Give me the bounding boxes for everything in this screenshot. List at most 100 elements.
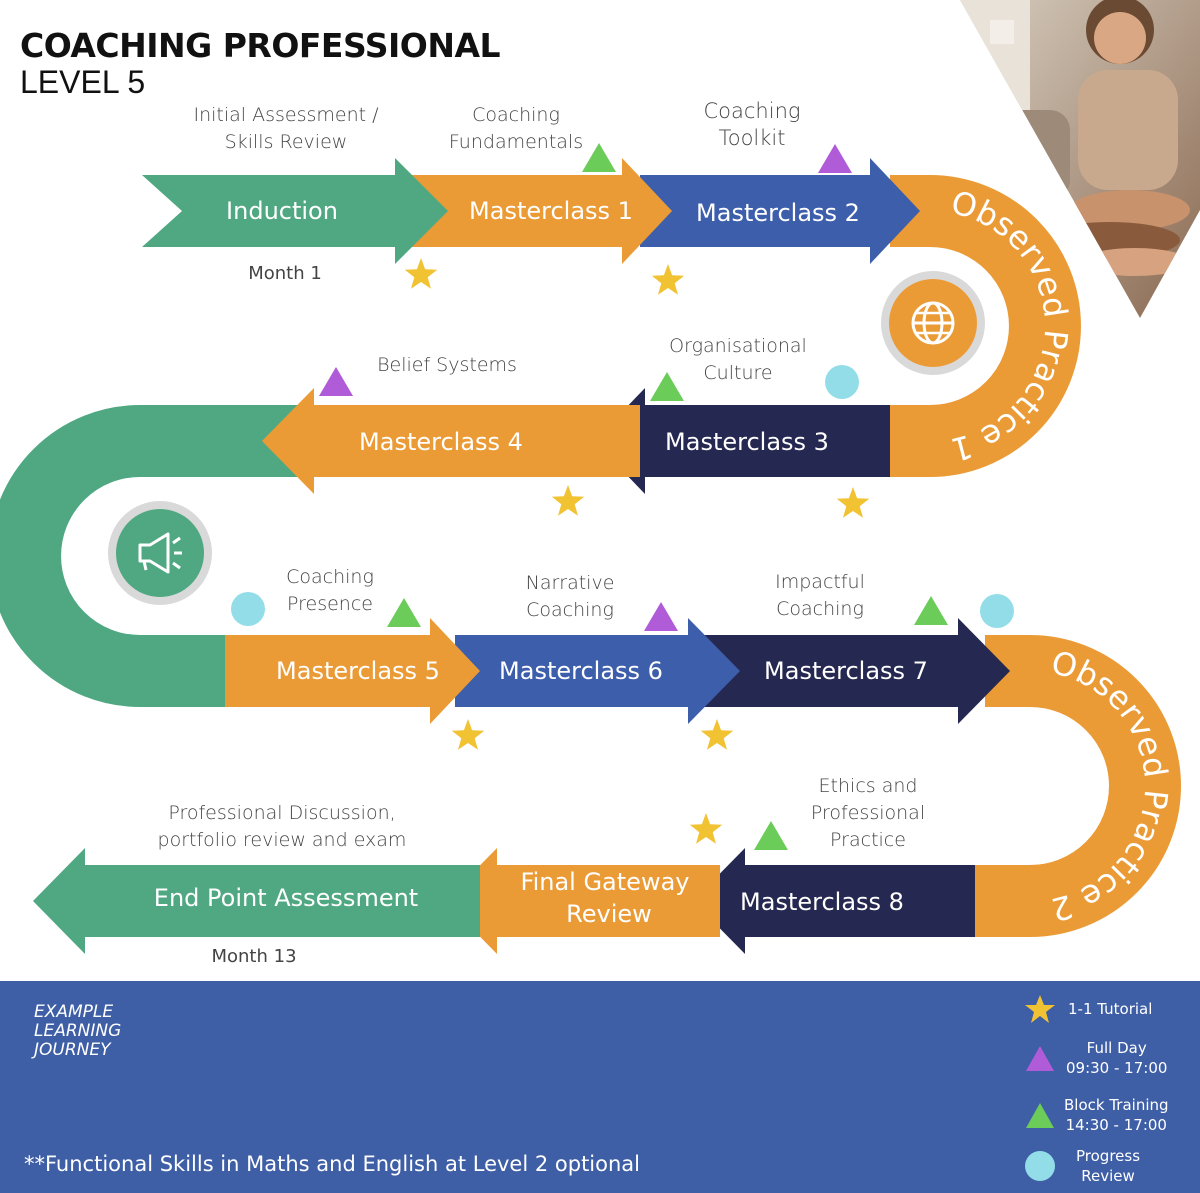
masterclass-7-topic-line2: Coaching [776, 598, 864, 620]
triangle-icon [650, 372, 684, 401]
example-line1: EXAMPLE [34, 1002, 114, 1022]
masterclass-2-topic-line1: Coaching [703, 99, 801, 123]
megaphone-icon [108, 501, 212, 605]
final-gateway-arrow [445, 848, 720, 954]
end-point-assessment-label: End Point Assessment [154, 884, 418, 912]
triangle-icon [914, 596, 948, 625]
legend-full-day: Full Day 09:30 - 17:00 [1024, 1038, 1167, 1078]
masterclass-4-arrow [262, 388, 640, 494]
team-photo-image [960, 0, 1200, 318]
triangle-icon [754, 821, 788, 850]
masterclass-7-topic-line1: Impactful [775, 571, 865, 593]
month-start-label: Month 1 [248, 263, 322, 284]
legend-progress-review-label: Progress Review [1076, 1147, 1141, 1185]
masterclass-4-label: Masterclass 4 [359, 428, 523, 456]
masterclass-7-label: Masterclass 7 [764, 657, 928, 685]
triangle-icon [582, 143, 616, 172]
month-end-label: Month 13 [211, 946, 297, 967]
triangle-icon [1026, 1046, 1054, 1071]
legend-block-training-label: Block Training 14:30 - 17:00 [1064, 1096, 1169, 1134]
masterclass-6-label: Masterclass 6 [499, 657, 663, 685]
learning-journey-diagram: Induction Masterclass 1 Masterclass 2 Ma… [0, 143, 1181, 954]
observed-practice-1-curve [860, 175, 1081, 477]
masterclass-2-arrow [640, 158, 920, 264]
triangle-icon [644, 602, 678, 631]
star-icon [551, 485, 585, 516]
page-subtitle: LEVEL 5 [20, 64, 146, 100]
masterclass-5-topic-line1: Coaching [286, 566, 374, 588]
triangle-icon [1026, 1103, 1054, 1128]
star-icon [689, 813, 723, 844]
masterclass-1-topic: Coaching Fundamentals [449, 102, 583, 156]
star-icon [836, 487, 870, 518]
masterclass-2-topic: Coaching Toolkit [704, 98, 801, 152]
star-icon [1025, 995, 1055, 1023]
left-turn-curve [0, 405, 300, 707]
masterclass-6-topic-line1: Narrative [525, 572, 615, 594]
end-point-assessment-topic: Professional Discussion, portfolio revie… [158, 800, 407, 854]
circle-icon [980, 594, 1014, 628]
example-line2: LEARNING [34, 1021, 122, 1041]
star-icon [700, 719, 734, 750]
masterclass-3-topic-line2: Culture [703, 362, 773, 384]
masterclass-7-topic: Impactful Coaching [775, 569, 865, 623]
masterclass-1-topic-line1: Coaching [472, 104, 560, 126]
masterclass-8-topic: Ethics and Professional Practice [811, 773, 925, 854]
final-gateway-label-line1: Final Gateway [521, 868, 690, 896]
globe-icon [881, 271, 985, 375]
masterclass-6-topic: Narrative Coaching [526, 570, 615, 624]
masterclass-4-topic-line1: Belief Systems [377, 354, 517, 376]
induction-topic-line2: Skills Review [224, 131, 348, 153]
legend-block-training: Block Training 14:30 - 17:00 [1024, 1095, 1169, 1135]
triangle-icon [319, 367, 353, 396]
circle-icon [1025, 1151, 1055, 1181]
induction-label: Induction [226, 197, 338, 225]
example-learning-journey-label: EXAMPLE LEARNING JOURNEY [34, 1003, 121, 1060]
masterclass-3-topic-line1: Organisational [669, 335, 807, 357]
masterclass-6-topic-line2: Coaching [526, 599, 614, 621]
triangle-icon [818, 144, 852, 173]
masterclass-1-topic-line2: Fundamentals [448, 131, 584, 153]
legend-full-day-label: Full Day 09:30 - 17:00 [1066, 1039, 1168, 1077]
masterclass-2-label: Masterclass 2 [696, 199, 860, 227]
legend-progress-review: Progress Review [1024, 1146, 1140, 1186]
legend-tutorial: 1-1 Tutorial [1024, 994, 1152, 1024]
circle-icon [825, 365, 859, 399]
masterclass-5-topic-line2: Presence [287, 593, 373, 615]
masterclass-5-arrow [225, 618, 480, 724]
star-icon [404, 258, 438, 289]
masterclass-1-label: Masterclass 1 [469, 197, 633, 225]
masterclass-3-topic: Organisational Culture [669, 333, 807, 387]
induction-topic-line1: Initial Assessment / [193, 104, 379, 126]
masterclass-6-arrow [455, 618, 740, 724]
masterclass-5-topic: Coaching Presence [286, 564, 374, 618]
star-icon [451, 719, 485, 750]
example-line3: JOURNEY [34, 1040, 111, 1060]
masterclass-3-label: Masterclass 3 [665, 428, 829, 456]
masterclass-2-topic-line2: Toolkit [718, 126, 786, 150]
footer-panel [0, 981, 1200, 1193]
masterclass-7-arrow [700, 618, 1010, 724]
masterclass-3-arrow [594, 388, 890, 494]
masterclass-5-label: Masterclass 5 [276, 657, 440, 685]
masterclass-8-topic-line2: Professional [810, 802, 926, 824]
masterclass-8-topic-line1: Ethics and [818, 775, 918, 797]
induction-topic: Initial Assessment / Skills Review [193, 102, 378, 156]
star-icon [651, 264, 685, 295]
observed-practice-2-curve [960, 635, 1181, 937]
final-gateway-label-line2: Review [566, 900, 652, 928]
induction-arrow [142, 158, 448, 264]
epa-topic-line2: portfolio review and exam [157, 829, 407, 851]
masterclass-8-label: Masterclass 8 [740, 888, 904, 916]
page-title: COACHING PROFESSIONAL [20, 26, 501, 65]
masterclass-4-topic: Belief Systems [377, 352, 517, 379]
masterclass-8-topic-line3: Practice [830, 829, 906, 851]
epa-topic-line1: Professional Discussion, [168, 802, 396, 824]
circle-icon [231, 592, 265, 626]
masterclass-8-arrow [693, 848, 975, 954]
triangle-icon [387, 598, 421, 627]
functional-skills-note: **Functional Skills in Maths and English… [24, 1152, 640, 1176]
end-point-assessment-arrow [33, 848, 480, 954]
masterclass-1-arrow [412, 158, 672, 264]
legend-tutorial-label: 1-1 Tutorial [1068, 1000, 1153, 1018]
